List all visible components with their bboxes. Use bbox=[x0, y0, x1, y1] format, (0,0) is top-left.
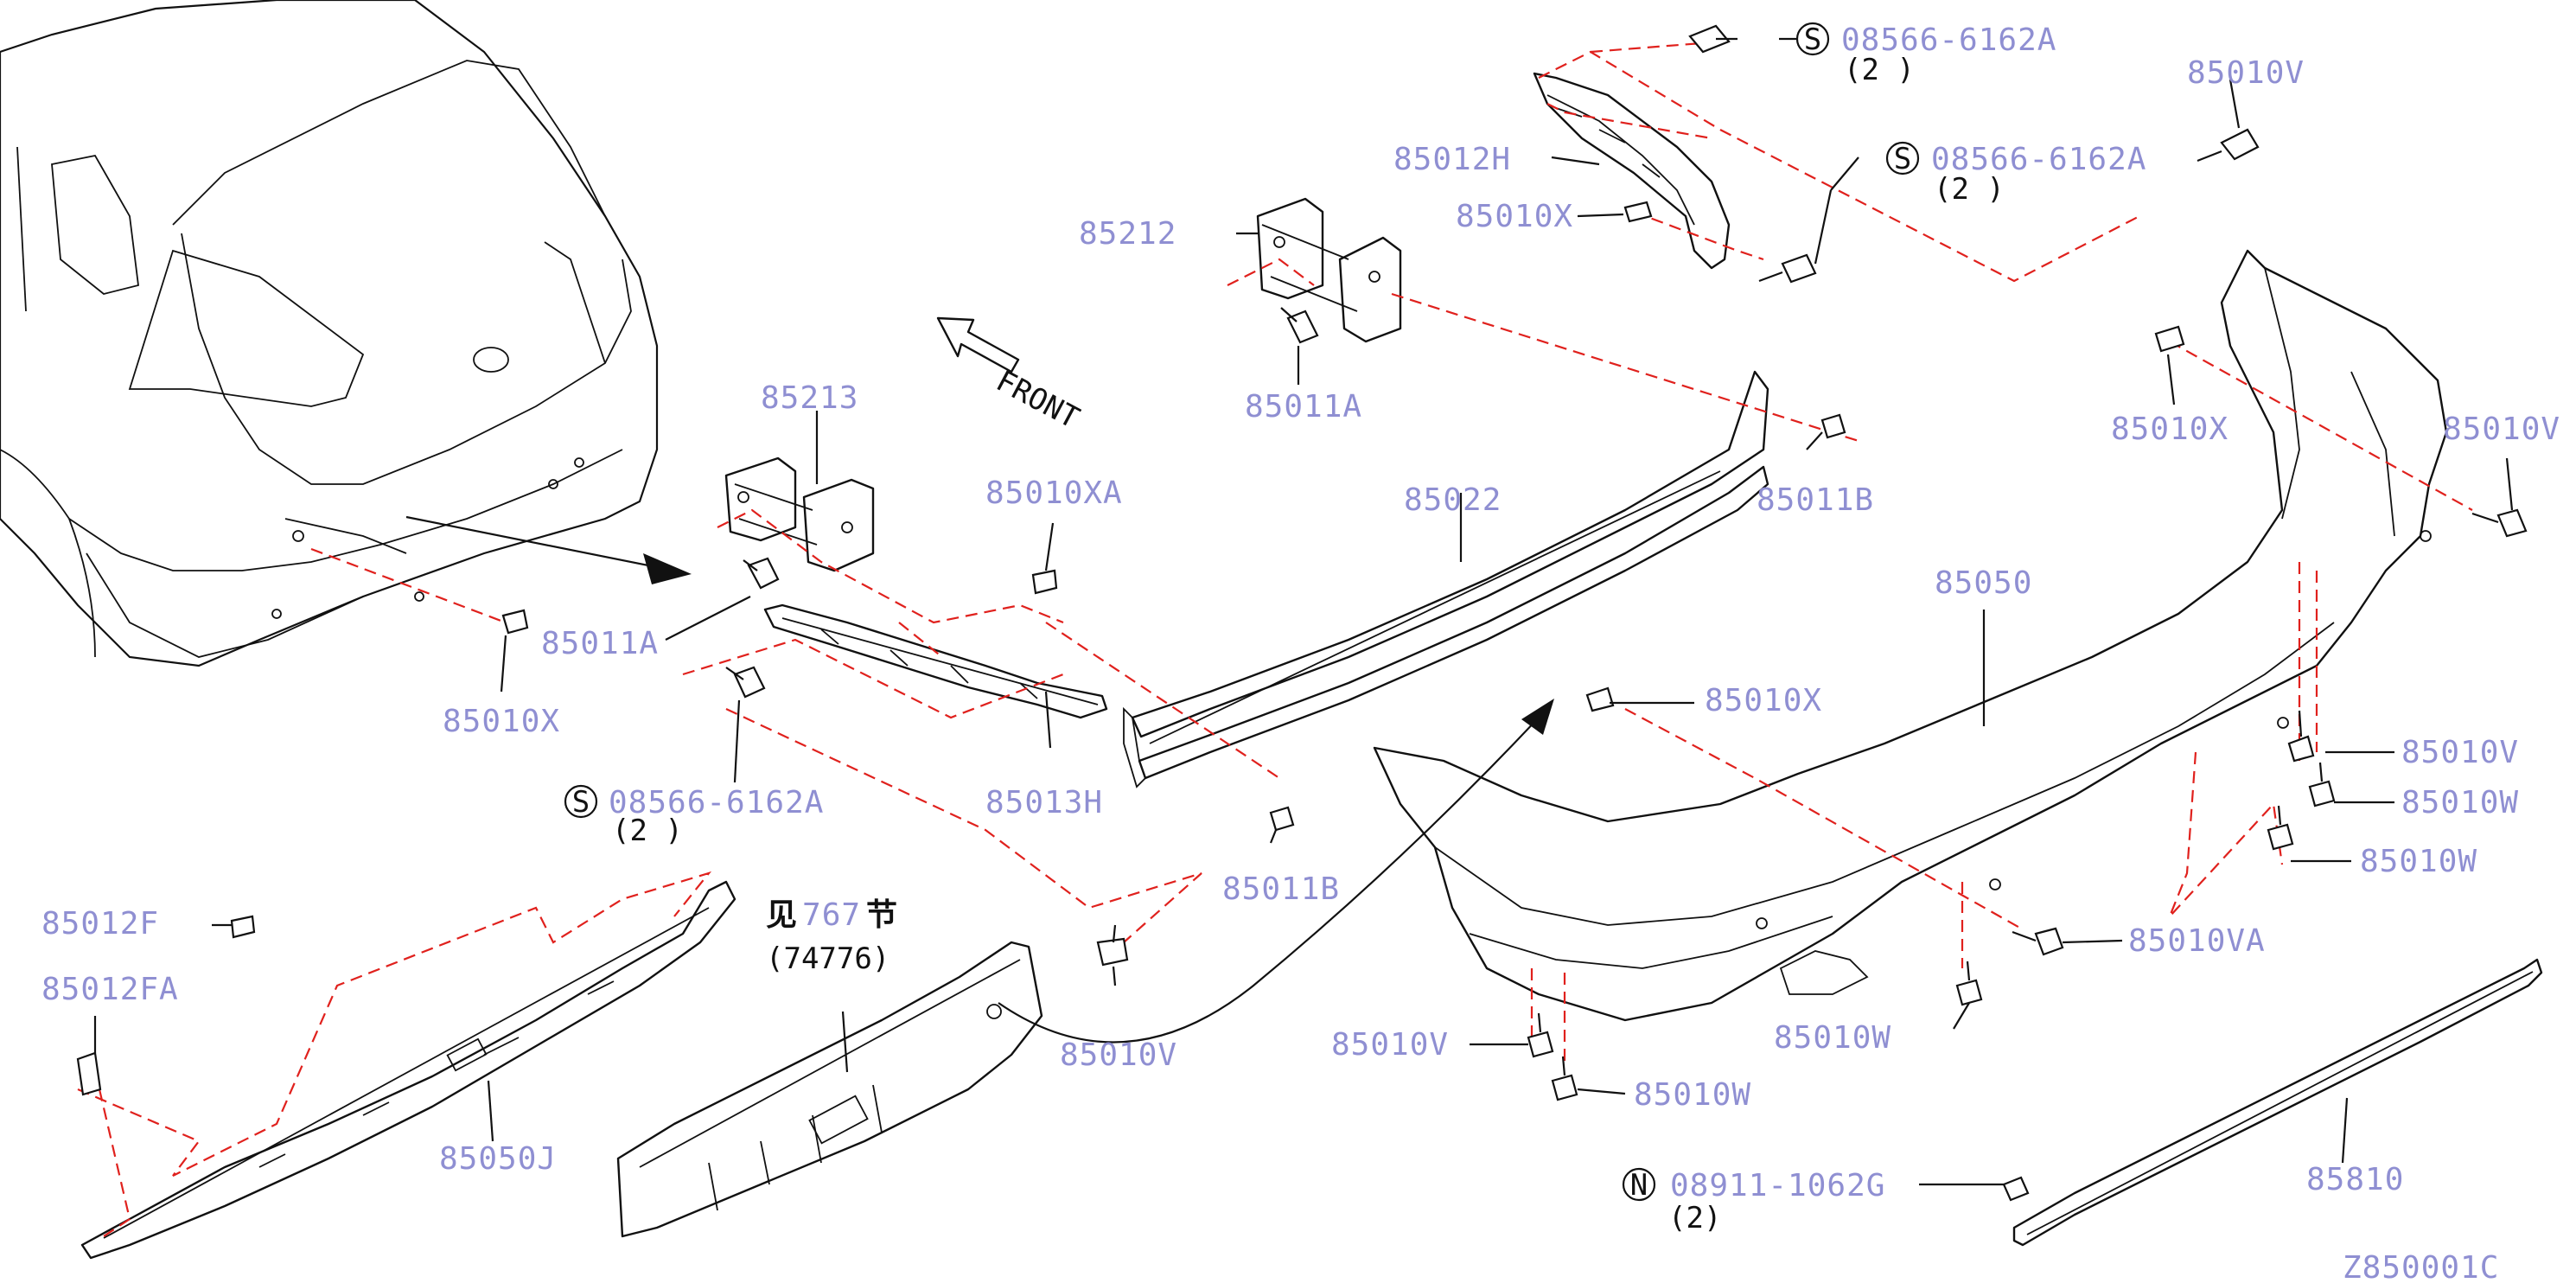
bolt-icon bbox=[2471, 508, 2528, 538]
pointer-arrow bbox=[405, 515, 692, 584]
clip-icon bbox=[230, 915, 256, 939]
label-08911: 08911-1062G bbox=[1670, 1168, 1885, 1203]
part-85212-bracket bbox=[1256, 197, 1402, 343]
label-08566-left: 08566-6162A bbox=[609, 785, 824, 820]
bolt-icon bbox=[2197, 128, 2260, 163]
label-85010w-r1: 85010W bbox=[2401, 785, 2519, 820]
label-85010x-mid: 85010X bbox=[1705, 683, 1822, 718]
front-arrow-icon bbox=[936, 316, 1020, 373]
label-85010x-left: 85010X bbox=[443, 704, 560, 739]
bolt-icon bbox=[2002, 1176, 2030, 1202]
bolt-icon bbox=[2287, 710, 2315, 763]
label-08566-top2: 08566-6162A bbox=[1931, 142, 2146, 177]
bolt-icon bbox=[1280, 307, 1319, 344]
label-85010xa: 85010XA bbox=[985, 476, 1123, 511]
svg-text:S: S bbox=[1894, 142, 1911, 176]
bolt-icon bbox=[2308, 762, 2336, 807]
bolt-icon bbox=[1758, 253, 1817, 284]
diagram-code: Z850001C bbox=[2343, 1250, 2499, 1283]
label-85010v-right: 85010V bbox=[2443, 412, 2560, 447]
label-85011b-bottom: 85011B bbox=[1222, 871, 1340, 907]
bolt-icon bbox=[1688, 24, 1738, 54]
clip-icon bbox=[76, 1051, 102, 1096]
svg-text:S: S bbox=[1804, 22, 1821, 57]
bolt-icon bbox=[743, 557, 780, 590]
label-85010v-center: 85010V bbox=[1060, 1037, 1177, 1073]
part-85050-bumper-fascia bbox=[1373, 249, 2448, 1022]
connection-lines bbox=[77, 41, 2473, 1237]
label-85012f: 85012F bbox=[41, 906, 159, 942]
leader-lines bbox=[93, 37, 2514, 1186]
label-08566-left-qty: (2 ) bbox=[612, 814, 683, 848]
label-85013h: 85013H bbox=[985, 785, 1103, 820]
label-85010v-bottom: 85010V bbox=[1331, 1027, 1449, 1063]
label-08911-qty: (2) bbox=[1668, 1201, 1721, 1235]
label-08566-top1-qty: (2 ) bbox=[1844, 53, 1915, 87]
bolt-icon bbox=[1955, 961, 1983, 1006]
bolt-icon bbox=[1096, 924, 1129, 967]
clip-icon bbox=[1585, 686, 1615, 712]
bolt-icon bbox=[2267, 805, 2294, 851]
label-85012fa: 85012FA bbox=[41, 972, 179, 1007]
part-85050j-support bbox=[80, 880, 736, 1260]
pointer-arrow-curved bbox=[998, 699, 1554, 1044]
part-85022-beam bbox=[1123, 370, 1769, 788]
bolt-icon bbox=[2012, 927, 2064, 956]
label-85050: 85050 bbox=[1935, 565, 2032, 601]
label-85012h: 85012H bbox=[1393, 142, 1511, 177]
circle-s-icon: S bbox=[1795, 22, 1830, 57]
part-85012h-bracket bbox=[1533, 72, 1731, 270]
vehicle-rear-illustration bbox=[0, 0, 659, 667]
label-85022: 85022 bbox=[1404, 482, 1502, 518]
svg-text:S: S bbox=[572, 785, 590, 820]
label-85212: 85212 bbox=[1079, 216, 1176, 252]
label-85010v-r2: 85010V bbox=[2401, 735, 2519, 770]
label-85810: 85810 bbox=[2306, 1162, 2404, 1197]
part-85213-bracket bbox=[724, 456, 875, 572]
label-85010w-bottom: 85010W bbox=[1634, 1077, 1751, 1113]
circle-n-icon: N bbox=[1622, 1167, 1656, 1203]
reference-part: (74776) bbox=[766, 942, 889, 976]
label-08566-top2-qty: (2 ) bbox=[1934, 172, 2005, 207]
circle-s-icon: S bbox=[1885, 141, 1920, 176]
label-85011a-left: 85011A bbox=[541, 626, 659, 661]
bolt-icon bbox=[1551, 1056, 1578, 1101]
label-85010w-center: 85010W bbox=[1774, 1020, 1891, 1056]
clip-icon bbox=[1031, 569, 1058, 595]
part-85013h-bracket bbox=[763, 603, 1108, 719]
clip-icon bbox=[2154, 325, 2185, 353]
label-85011a-top: 85011A bbox=[1245, 389, 1362, 424]
part-74776-panel bbox=[616, 941, 1043, 1238]
label-85010w-r2: 85010W bbox=[2360, 844, 2477, 879]
clip-icon bbox=[1623, 201, 1653, 223]
label-85010x-right: 85010X bbox=[2111, 412, 2228, 447]
circle-s-icon: S bbox=[564, 784, 598, 820]
bolt-icon bbox=[725, 666, 766, 699]
clip-icon bbox=[1269, 806, 1295, 832]
label-85213: 85213 bbox=[761, 380, 858, 416]
clip-icon bbox=[501, 609, 529, 635]
bolt-icon bbox=[1527, 1012, 1554, 1058]
front-label: FRONT bbox=[991, 364, 1085, 436]
label-85010va: 85010VA bbox=[2128, 923, 2266, 959]
label-85010x-top: 85010X bbox=[1456, 199, 1573, 234]
fasteners bbox=[76, 24, 2528, 1202]
label-85010v-topright: 85010V bbox=[2187, 55, 2305, 91]
clip-icon bbox=[1820, 413, 1846, 439]
label-85050j: 85050J bbox=[439, 1141, 557, 1177]
svg-text:N: N bbox=[1630, 1168, 1648, 1203]
label-08566-top1: 08566-6162A bbox=[1841, 22, 2056, 58]
part-85810-strip bbox=[2012, 958, 2543, 1247]
label-85011b-top: 85011B bbox=[1757, 482, 1874, 518]
